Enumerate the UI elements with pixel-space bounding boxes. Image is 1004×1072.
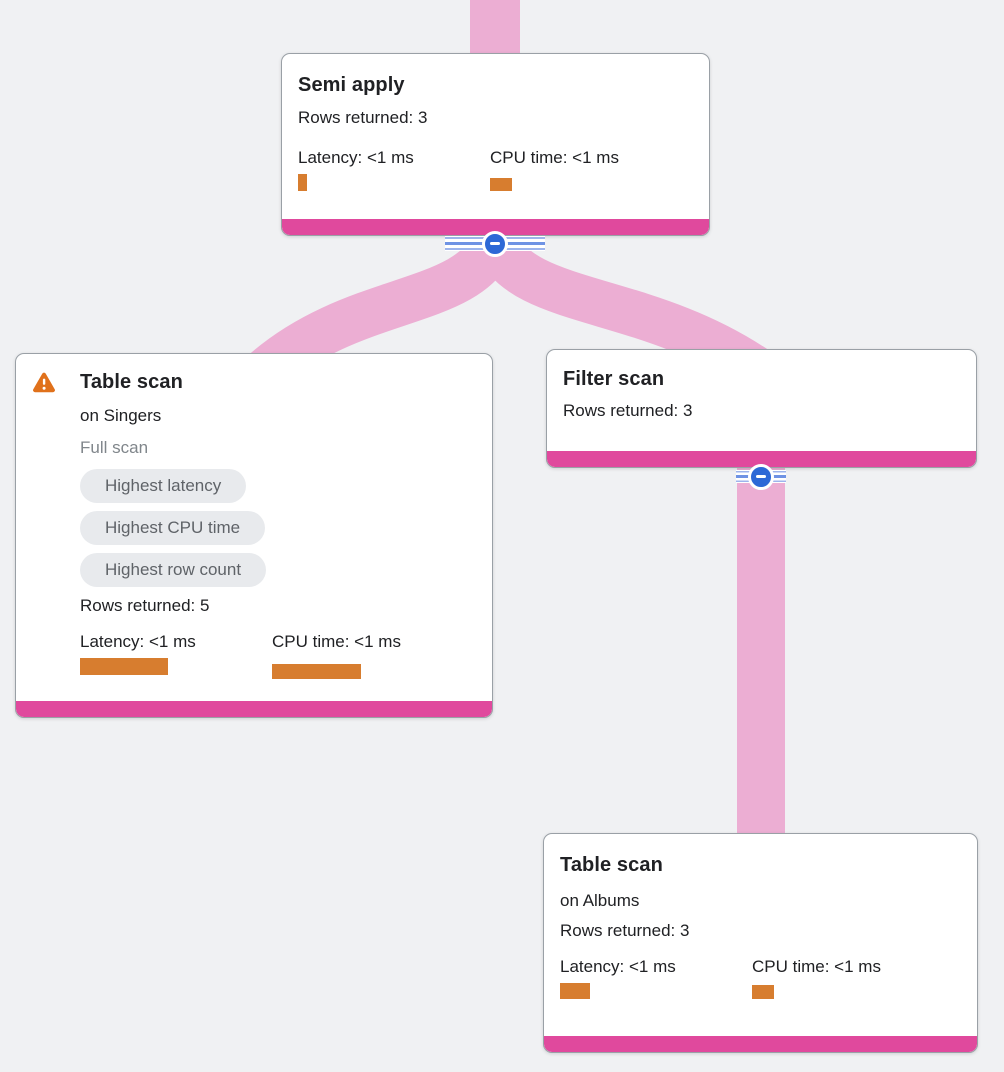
cpu-time-label: CPU time: <1 ms (752, 957, 881, 976)
cpu-time-label: CPU time: <1 ms (272, 632, 401, 651)
cpu-time-bar (752, 985, 774, 999)
node-title: Filter scan (563, 368, 665, 390)
badge-highest-cpu-time[interactable]: Highest CPU time (80, 511, 266, 545)
node-footer-bar (282, 219, 709, 235)
warning-icon[interactable] (32, 372, 56, 393)
latency-label: Latency: <1 ms (560, 957, 676, 976)
node-card-table-scan-albums[interactable]: Table scan on Albums Rows returned: 3 La… (543, 833, 978, 1053)
node-card-table-scan-singers[interactable]: Table scan on Singers Full scan Highest … (15, 353, 493, 718)
rows-returned: Rows returned: 5 (80, 596, 210, 615)
badge-highest-latency[interactable]: Highest latency (80, 469, 247, 503)
insight-badges: Highest latency Highest CPU time Highest… (80, 469, 476, 587)
latency-bar (80, 658, 168, 675)
node-title: Table scan (80, 371, 183, 393)
badge-highest-row-count[interactable]: Highest row count (80, 553, 267, 587)
scan-type: Full scan (80, 438, 149, 457)
collapse-button-semi-apply[interactable] (445, 230, 545, 257)
collapse-button-filter-scan[interactable] (736, 463, 786, 490)
node-title: Table scan (560, 854, 663, 876)
latency-bar (298, 174, 307, 191)
edge-semi-apply-to-filter-scan (473, 230, 774, 392)
node-footer-bar (16, 701, 492, 717)
rows-returned: Rows returned: 3 (563, 401, 693, 420)
node-card-semi-apply[interactable]: Semi apply Rows returned: 3 Latency: <1 … (281, 53, 710, 236)
collapse-minus-icon[interactable] (748, 463, 774, 490)
scan-target: on Albums (560, 891, 640, 910)
cpu-time-bar (490, 178, 512, 191)
scan-target: on Singers (80, 406, 162, 425)
collapse-minus-icon[interactable] (482, 230, 508, 257)
latency-label: Latency: <1 ms (80, 632, 196, 651)
cpu-time-bar (272, 664, 361, 679)
node-title: Semi apply (298, 74, 405, 96)
node-card-filter-scan[interactable]: Filter scan Rows returned: 3 (546, 349, 977, 468)
cpu-time-label: CPU time: <1 ms (490, 148, 619, 167)
node-footer-bar (544, 1036, 977, 1052)
latency-label: Latency: <1 ms (298, 148, 414, 167)
latency-bar (560, 983, 590, 999)
rows-returned: Rows returned: 3 (298, 108, 428, 127)
node-footer-bar (547, 451, 976, 467)
rows-returned: Rows returned: 3 (560, 921, 690, 940)
